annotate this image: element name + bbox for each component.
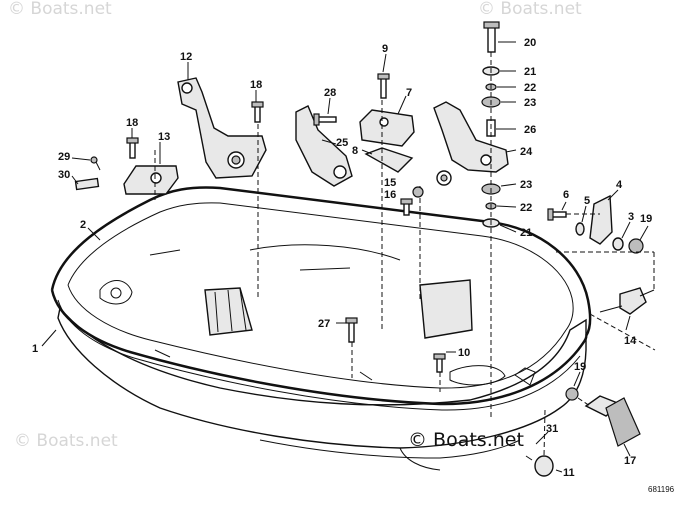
screw-10 xyxy=(433,353,446,373)
drawing-number: 681196 xyxy=(648,485,675,494)
callout-25: 25 xyxy=(336,137,348,149)
bracket-4 xyxy=(589,194,613,245)
watermark-main: © Boats.net xyxy=(408,429,524,451)
screw-28 xyxy=(313,113,337,126)
callout-9: 9 xyxy=(382,43,388,55)
callout-11: 11 xyxy=(563,467,575,479)
lower-cowl xyxy=(50,186,592,471)
callout-30: 30 xyxy=(58,169,70,181)
callout-7: 7 xyxy=(406,87,412,99)
callout-17: 17 xyxy=(624,455,636,467)
callout-16: 16 xyxy=(384,189,396,201)
screw-18-right xyxy=(251,101,264,123)
clip-8 xyxy=(364,147,414,173)
callout-21-bottom: 21 xyxy=(520,227,532,239)
plug-11 xyxy=(525,455,554,477)
callout-27: 27 xyxy=(318,318,330,330)
callout-18-left: 18 xyxy=(126,117,138,129)
callout-22-top: 22 xyxy=(524,82,536,94)
screw-16 xyxy=(400,198,413,216)
callout-24: 24 xyxy=(520,146,533,158)
screw-9 xyxy=(377,73,390,99)
callout-5: 5 xyxy=(584,195,590,207)
callout-2: 2 xyxy=(80,219,86,231)
callout-31: 31 xyxy=(546,423,558,435)
screw-29 xyxy=(90,156,101,171)
callout-14: 14 xyxy=(624,335,637,347)
callout-21-top: 21 xyxy=(524,66,536,78)
watermark-top-left: © Boats.net xyxy=(8,0,112,19)
callout-26: 26 xyxy=(524,124,536,136)
callout-19-bottom: 19 xyxy=(574,361,586,373)
callout-12: 12 xyxy=(180,51,192,63)
screw-6 xyxy=(547,208,567,221)
callout-13: 13 xyxy=(158,131,170,143)
callout-4: 4 xyxy=(616,179,623,191)
callout-19-top: 19 xyxy=(640,213,652,225)
leader-lines xyxy=(41,41,649,473)
washer-3 xyxy=(612,237,624,251)
plate-13 xyxy=(123,165,179,195)
callout-6: 6 xyxy=(563,189,569,201)
pad-30 xyxy=(74,177,100,191)
bracket-12 xyxy=(177,77,267,179)
callout-23-top: 23 xyxy=(524,97,536,109)
callout-10: 10 xyxy=(458,347,470,359)
fitting-14 xyxy=(599,287,655,315)
nut-19-bottom xyxy=(565,387,579,401)
bracket-24 xyxy=(433,101,509,186)
bolt-20 xyxy=(483,21,500,53)
watermark-bottom-left: © Boats.net xyxy=(14,431,118,451)
clip-7 xyxy=(359,109,415,147)
callout-28: 28 xyxy=(324,87,336,99)
callout-18-right: 18 xyxy=(250,79,262,91)
nut-15 xyxy=(412,186,424,198)
assembly-lines xyxy=(154,52,656,457)
screw-18-left xyxy=(126,137,139,159)
callout-22-bottom: 22 xyxy=(520,202,532,214)
callout-3: 3 xyxy=(628,211,634,223)
callout-1: 1 xyxy=(32,343,38,355)
washer-5 xyxy=(575,222,585,236)
callout-29: 29 xyxy=(58,151,70,163)
callout-labels: 1 2 3 4 5 6 7 8 9 10 11 12 13 14 15 16 1… xyxy=(32,37,652,479)
nut-19-top xyxy=(628,238,644,254)
callout-23-bottom: 23 xyxy=(520,179,532,191)
screw-27 xyxy=(345,317,358,343)
callout-8: 8 xyxy=(352,145,358,157)
callout-15: 15 xyxy=(384,177,396,189)
callout-20: 20 xyxy=(524,37,536,49)
bracket-25 xyxy=(295,105,353,187)
watermark-top-right: © Boats.net xyxy=(478,0,582,19)
handle-17 xyxy=(584,395,641,447)
